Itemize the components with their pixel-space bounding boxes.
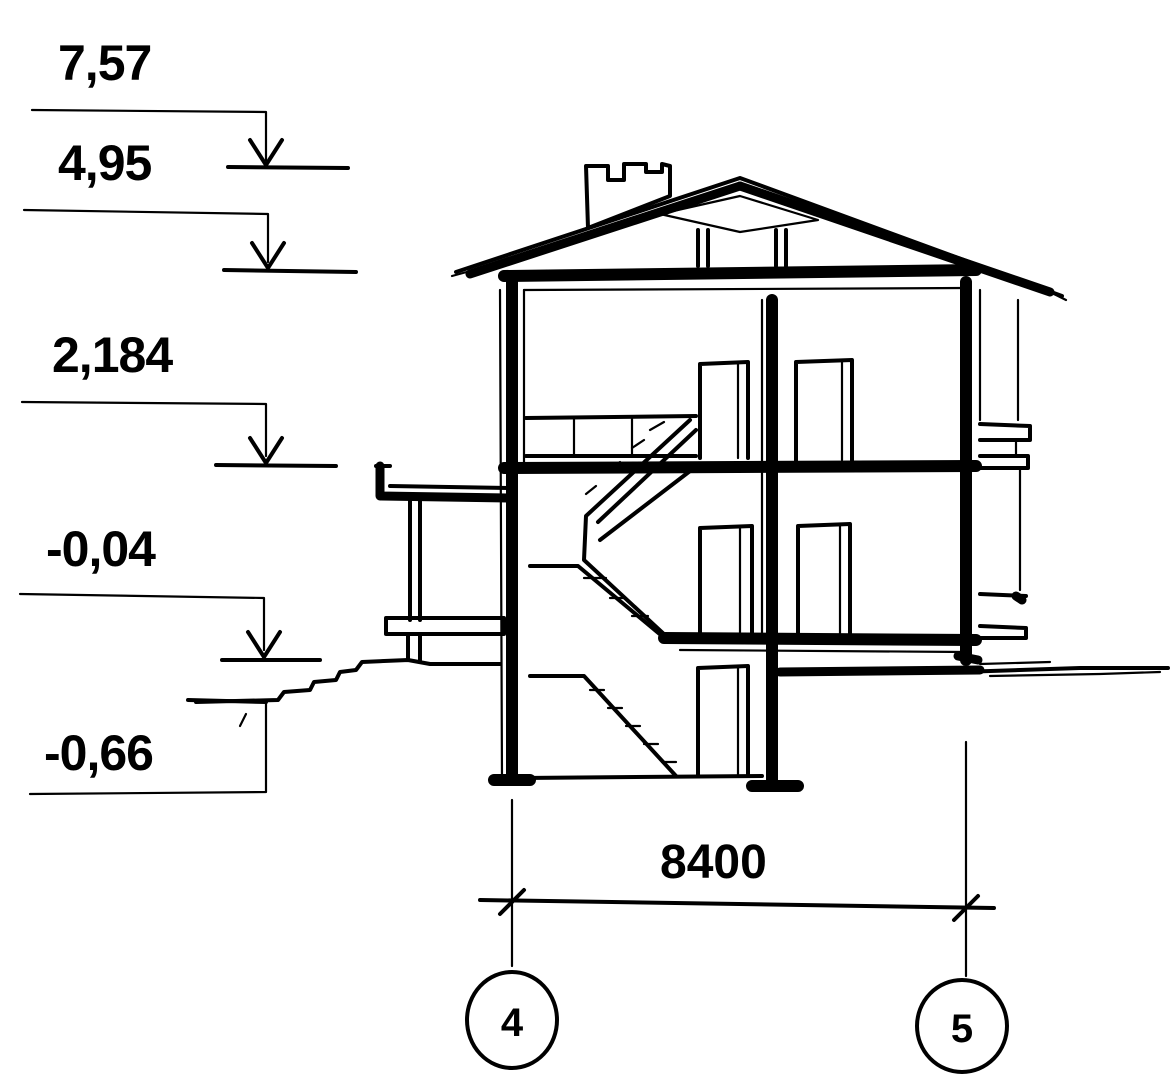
elevation-mark-minus-0-66: -0,66 (28, 698, 268, 796)
staircase (528, 418, 698, 638)
attic-floor-slab (498, 264, 982, 292)
axis-circle-icon (465, 970, 559, 1070)
dimension-tick-icon (952, 894, 980, 922)
porch-left (384, 616, 506, 662)
balcony-left (374, 461, 513, 622)
elevation-mark-2-184: 2,184 (20, 327, 338, 468)
axis-marker-4: 4 (465, 970, 559, 1070)
axis-label: 4 (501, 1001, 524, 1045)
elevation-leader-line (22, 208, 270, 264)
ground-line-right (775, 660, 1170, 678)
roof (450, 176, 1068, 302)
first-floor-slab (658, 632, 982, 654)
elevation-level-line (222, 268, 358, 274)
second-floor-slab (498, 460, 982, 474)
elevation-label: 7,57 (58, 35, 151, 91)
elevation-arrow-icon (250, 241, 286, 270)
elevation-leader-line (18, 592, 266, 652)
axis-label: 5 (951, 1007, 973, 1051)
elevation-mark-4-95: 4,95 (22, 135, 358, 274)
chimney (584, 162, 672, 230)
inner-wall (760, 294, 778, 786)
elevation-mark-7-57: 7,57 (30, 35, 350, 170)
axis-marker-5: 5 (915, 978, 1009, 1074)
ground-line-left (194, 658, 502, 704)
elevation-label: -0,66 (44, 725, 153, 781)
elevation-arrow-icon (248, 138, 284, 167)
basement-floor (488, 774, 804, 792)
elevation-label: -0,04 (46, 521, 156, 577)
elevation-label: 2,184 (52, 327, 173, 383)
outer-wall-left (498, 276, 526, 786)
axis-circle-icon (915, 978, 1009, 1074)
elevation-tick-icon (238, 712, 248, 728)
elevation-mark-minus-0-04: -0,04 (18, 521, 322, 662)
elevation-arrow-icon (248, 436, 284, 465)
dimension-line: 8400 (478, 740, 996, 978)
doors-lower (698, 522, 852, 640)
elevation-level-line (214, 463, 338, 468)
door-basement (696, 664, 750, 778)
dimension-line-main (478, 898, 996, 910)
elevation-leader-line (20, 400, 268, 458)
dimension-label: 8400 (660, 836, 767, 889)
elevation-level-line (226, 165, 350, 170)
staircase-basement (528, 674, 678, 778)
elevation-label: 4,95 (58, 135, 152, 191)
facade-details-right (953, 422, 1032, 665)
elevation-leader-line (30, 108, 268, 162)
doors-upper (698, 358, 854, 464)
elevation-arrow-icon (246, 630, 282, 659)
elevation-leader-line (28, 700, 268, 796)
dimension-tick-icon (498, 888, 526, 916)
